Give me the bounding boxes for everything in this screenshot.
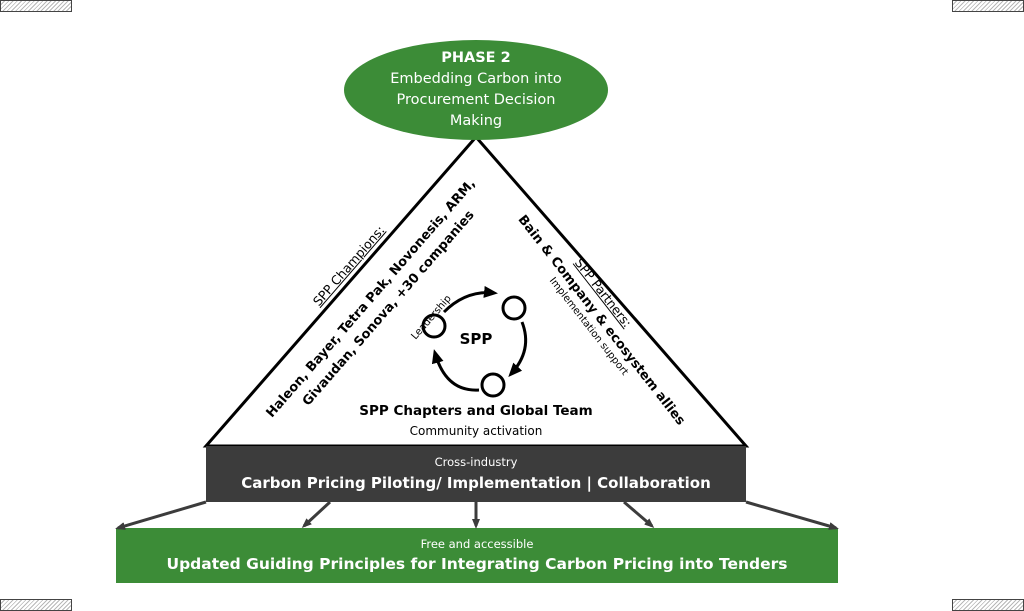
output-bar-title: Updated Guiding Principles for Integrati…	[166, 555, 788, 573]
connector-arrow-1	[115, 500, 207, 530]
cycle-arrow-2	[508, 321, 528, 377]
cycle-node-2	[501, 295, 527, 321]
cycle-arrow-3	[431, 349, 480, 392]
phase-line-1: Embedding Carbon into	[390, 71, 562, 87]
corner-decoration-bottom-left	[0, 599, 72, 611]
chapters-title: SPP Chapters and Global Team	[359, 403, 593, 419]
output-bar	[116, 528, 838, 583]
spp-cycle	[421, 285, 528, 398]
spp-label: SPP	[459, 330, 493, 348]
connector-arrow-5	[745, 500, 839, 530]
connector-arrow-4	[623, 500, 655, 528]
phase-title: PHASE 2	[441, 50, 511, 66]
cycle-node-1	[421, 313, 447, 339]
corner-decoration-top-right	[952, 0, 1024, 12]
chapters-role: Community activation	[409, 424, 543, 438]
corner-decoration-bottom-right	[952, 599, 1024, 611]
base-bar-title: Carbon Pricing Piloting/ Implementation …	[241, 474, 711, 492]
output-bar-subtitle: Free and accessible	[420, 537, 534, 551]
base-bar-subtitle: Cross-industry	[434, 455, 518, 469]
connector-arrow-2	[301, 500, 332, 529]
cycle-arrow-1	[442, 285, 498, 314]
phase-ellipse	[344, 40, 608, 140]
phase-line-2: Procurement Decision	[396, 92, 556, 108]
cycle-node-3	[480, 372, 506, 398]
corner-decoration-top-left	[0, 0, 72, 12]
base-bar	[206, 446, 746, 502]
phase-line-3: Making	[449, 113, 503, 129]
